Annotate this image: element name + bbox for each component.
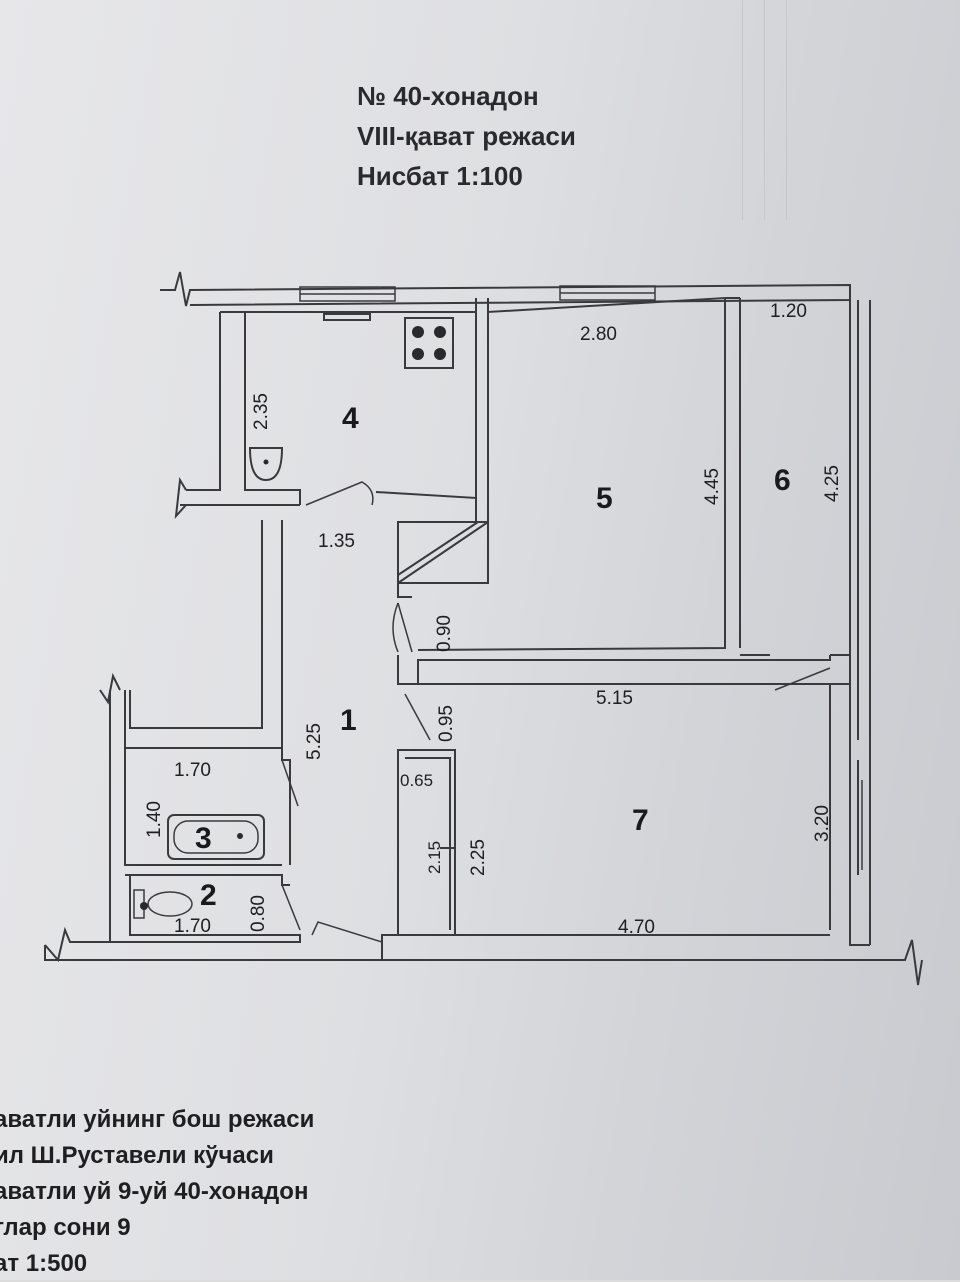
page-edge-line bbox=[742, 0, 743, 220]
dim-closet-width: 0.65 bbox=[400, 771, 433, 790]
room-number-6: 6 bbox=[774, 464, 791, 497]
dim-door7-width: 0.95 bbox=[436, 705, 457, 742]
apartment-number: № 40-хонадон bbox=[357, 81, 539, 111]
windows bbox=[299, 285, 863, 870]
room-number-7: 7 bbox=[632, 804, 649, 837]
dim-room5-width: 2.80 bbox=[580, 324, 617, 345]
toilet-icon bbox=[133, 889, 193, 919]
room-number-3: 3 bbox=[195, 822, 212, 855]
plan-header: № 40-хонадон VIII-қават режаси Нисбат 1:… bbox=[357, 76, 576, 196]
page-edge-line bbox=[786, 0, 787, 220]
page-edge-line bbox=[764, 0, 765, 220]
washbasin-icon bbox=[248, 447, 284, 482]
dim-bath-height: 1.40 bbox=[144, 801, 165, 838]
dim-room7-top-width: 5.15 bbox=[596, 688, 633, 709]
kitchen-sink-icon bbox=[323, 313, 371, 321]
dim-closet-height: 2.15 bbox=[425, 841, 444, 874]
building-info: аватли уйнинг бош режаси ил Ш.Руставели … bbox=[0, 1102, 314, 1282]
room-number-2: 2 bbox=[200, 879, 217, 912]
dim-room7-height-right: 3.20 bbox=[812, 805, 833, 842]
dim-room7-height-left: 2.25 bbox=[468, 839, 489, 876]
dim-room6-width: 1.20 bbox=[770, 301, 807, 322]
dim-bath-width: 1.70 bbox=[174, 760, 211, 781]
kitchen-stove-icon bbox=[404, 317, 454, 369]
dim-kitchen-height: 2.35 bbox=[251, 393, 272, 430]
room-number-4: 4 bbox=[342, 402, 359, 435]
footer-line-plan: аватли уйнинг бош режаси bbox=[0, 1106, 315, 1133]
footer-line-floors: глар сони 9 bbox=[0, 1214, 131, 1241]
dim-wc-width: 1.70 bbox=[174, 916, 211, 937]
dim-wc-height: 0.80 bbox=[248, 895, 269, 932]
walls bbox=[44, 271, 923, 986]
bathtub-icon bbox=[167, 814, 265, 860]
dim-corridor-length: 5.25 bbox=[304, 723, 325, 760]
dim-room5-height: 4.45 bbox=[702, 468, 723, 505]
footer-line-building: аватли уй 9-уй 40-хонадон bbox=[0, 1178, 309, 1205]
dim-room7-bottom-width: 4.70 bbox=[618, 917, 655, 938]
room-number-1: 1 bbox=[340, 704, 357, 737]
floor-plan-label: VIII-қават режаси bbox=[357, 121, 576, 151]
doors bbox=[281, 481, 831, 943]
dim-room6-height: 4.25 bbox=[822, 465, 843, 502]
footer-line-scale: ат 1:500 bbox=[0, 1250, 88, 1277]
room-number-5: 5 bbox=[596, 482, 613, 515]
dim-corridor-width: 1.35 bbox=[318, 531, 355, 552]
footer-line-street: ил Ш.Руставели кўчаси bbox=[0, 1142, 274, 1169]
scale-label: Нисбат 1:100 bbox=[357, 161, 523, 191]
dim-door5-width: 0.90 bbox=[434, 615, 455, 652]
